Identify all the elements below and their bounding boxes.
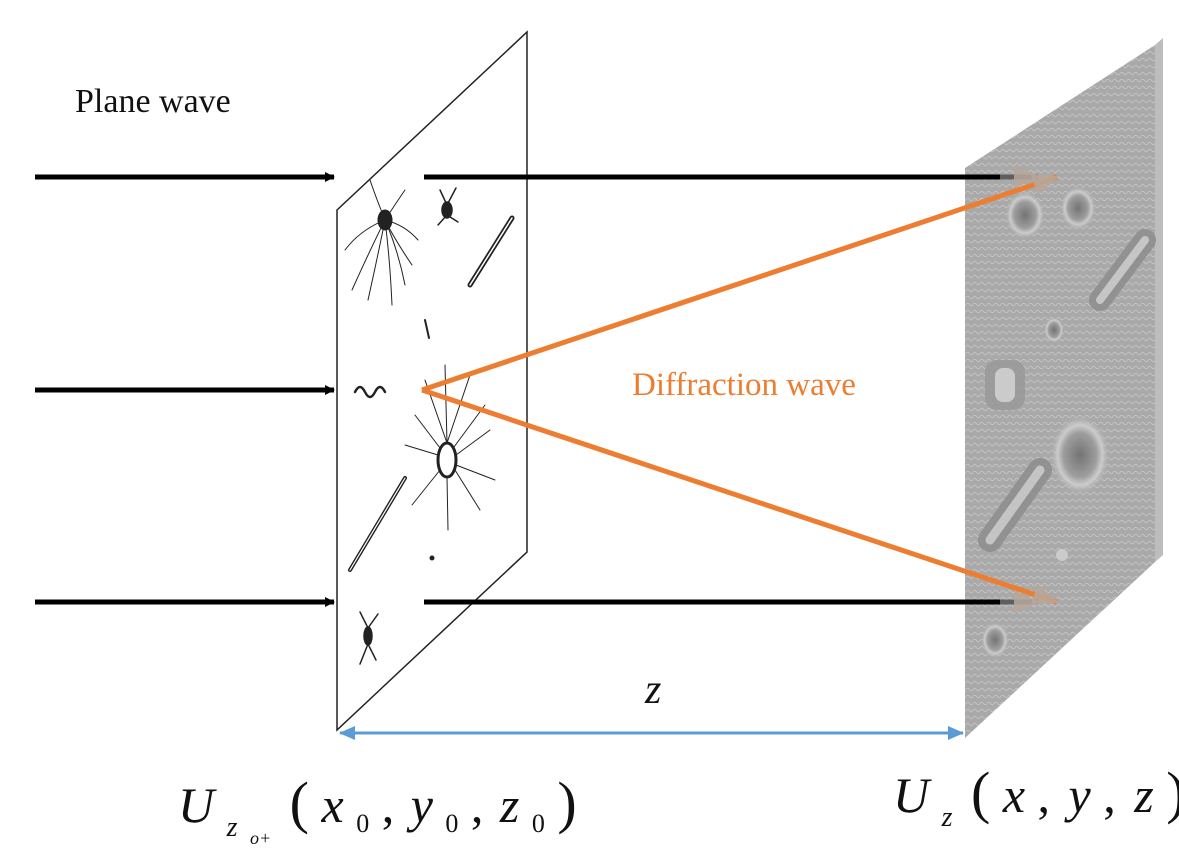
plankton-sample-plane-icon [344, 179, 515, 665]
plane-wave-label: Plane wave [75, 83, 231, 120]
output-field-label: U z ( x , y , z ) [893, 760, 1179, 837]
incident-arrows [35, 172, 335, 607]
diffraction-rays [421, 174, 1059, 605]
distance-label: z [644, 667, 661, 713]
diffraction-wave-label: Diffraction wave [632, 367, 856, 403]
diffraction-ray-upper [421, 174, 1059, 393]
hologram-plane [965, 38, 1163, 738]
hologram-side-face [1155, 38, 1163, 562]
hologram-interference-pattern-icon [978, 186, 1156, 658]
diffraction-ray-lower [421, 387, 1059, 605]
input-field-label: U z o+ ( x 0 , y 0 , z 0 ) [178, 770, 577, 855]
object-plane [336, 30, 528, 732]
